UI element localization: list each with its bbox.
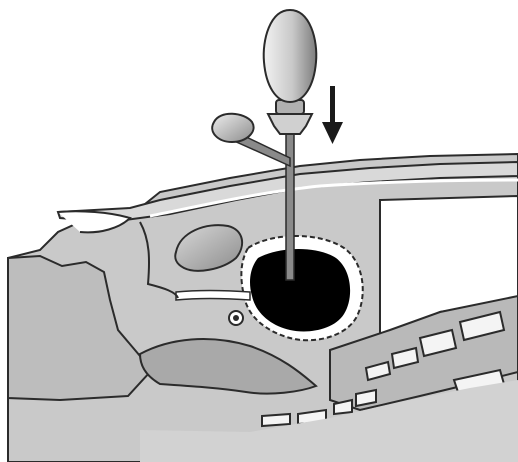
- instrument-shaft: [286, 124, 294, 280]
- arrow-shaft: [330, 86, 335, 126]
- urethral-ring-inner: [233, 315, 239, 321]
- top-bulb: [264, 10, 317, 102]
- coccyx-4: [262, 414, 290, 426]
- down-arrow-icon: [322, 86, 343, 144]
- side-bulb: [212, 114, 253, 142]
- instrument-collar: [268, 114, 312, 134]
- arrow-head: [322, 122, 343, 144]
- coccyx-1: [356, 390, 376, 406]
- urethra: [176, 291, 250, 301]
